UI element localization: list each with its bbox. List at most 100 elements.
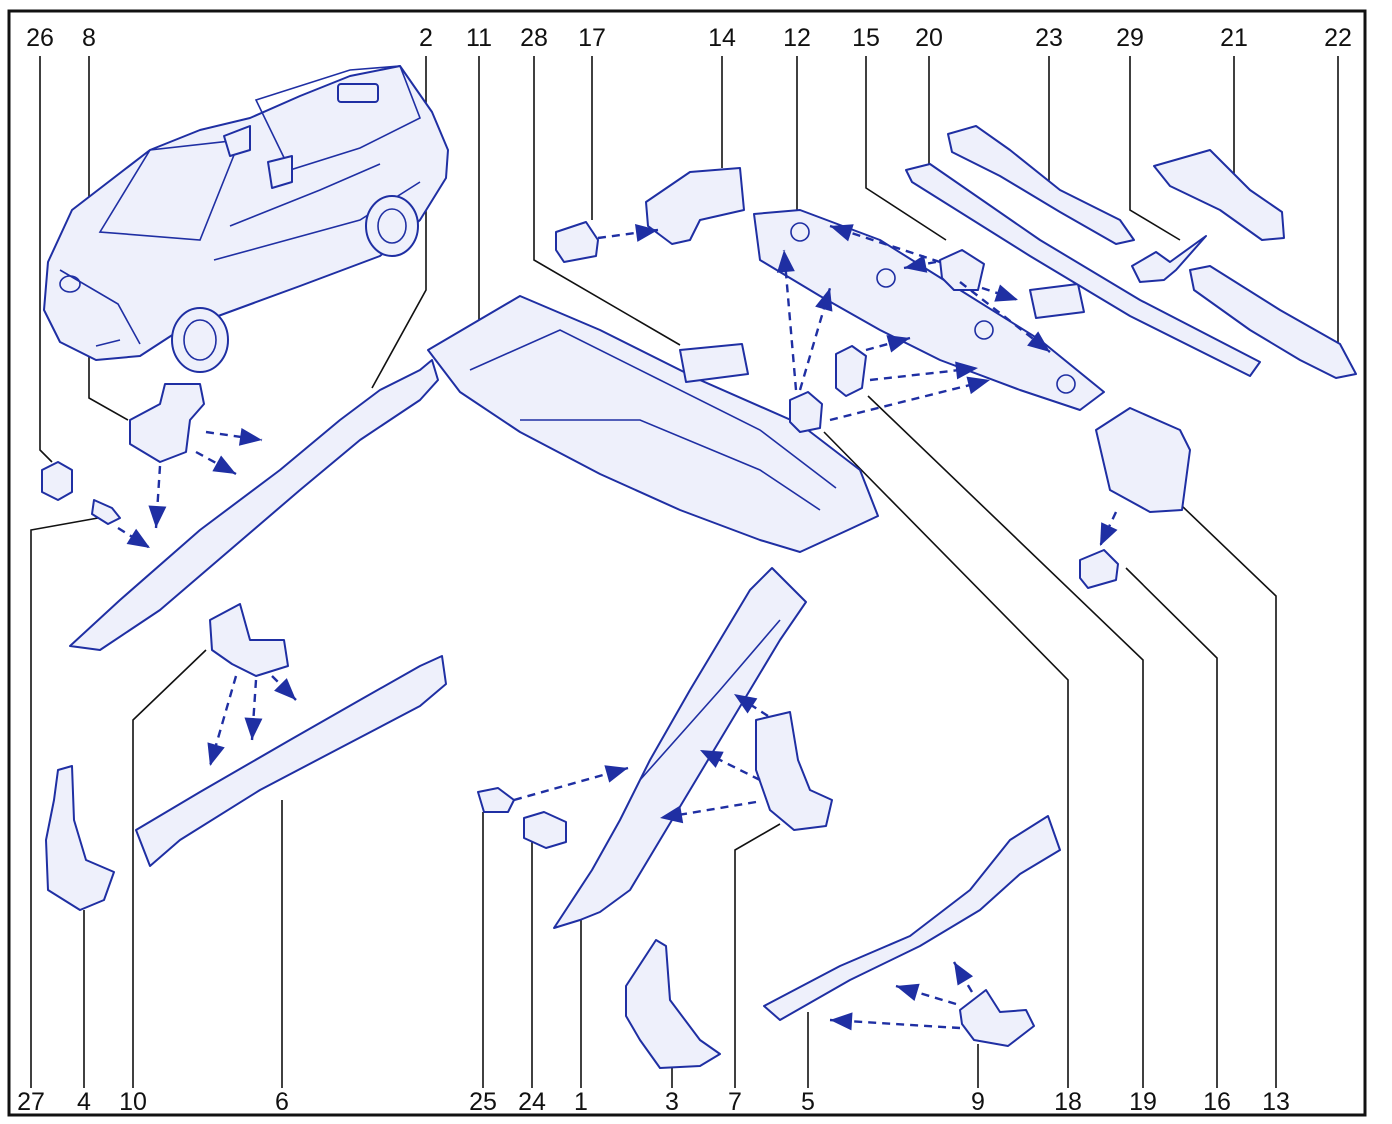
arrow-head	[126, 528, 150, 548]
arrow-head	[954, 962, 974, 986]
top-callouts: 26 8 2 11 28 17 14 12 15 20 23 29 21 22	[26, 24, 1352, 52]
callout-6: 6	[275, 1088, 289, 1116]
part-24-nut	[523, 811, 567, 849]
callout-12: 12	[783, 24, 811, 52]
callout-2: 2	[419, 24, 433, 52]
arrow-a2	[195, 450, 237, 476]
part-21-trim	[1153, 149, 1285, 241]
arrow-head	[896, 983, 920, 1001]
callout-9: 9	[971, 1088, 985, 1116]
callout-7: 7	[728, 1088, 742, 1116]
part-12-roof-bar	[753, 209, 1105, 411]
part-14-corner-trim	[645, 167, 745, 245]
part-25-screw	[477, 787, 515, 813]
arrow-head	[815, 288, 833, 312]
arrow-head	[660, 805, 684, 824]
part-2-a-pillar-trim	[69, 359, 439, 651]
arrow-head	[1027, 331, 1050, 352]
arrow-head	[212, 455, 236, 474]
leader-29	[1129, 56, 1181, 241]
part-4-lower-trim	[45, 765, 115, 911]
arrow-a6	[829, 224, 941, 264]
arrow-head	[274, 678, 296, 700]
arrow-a20	[699, 748, 761, 782]
leader-28	[533, 56, 681, 346]
part-18-clip	[789, 391, 823, 433]
leader-19	[867, 395, 1144, 1088]
leader-7	[734, 823, 781, 1088]
callout-25: 25	[469, 1088, 497, 1116]
callout-15: 15	[852, 24, 880, 52]
leader-26	[39, 56, 53, 463]
part-17-clip	[555, 221, 599, 263]
arrow-head	[966, 376, 990, 395]
part-1-b-pillar-trim	[553, 567, 807, 929]
callout-21: 21	[1220, 24, 1248, 52]
callout-16: 16	[1203, 1088, 1231, 1116]
callout-23: 23	[1035, 24, 1063, 52]
callout-13: 13	[1262, 1088, 1290, 1116]
callout-8: 8	[82, 24, 96, 52]
part-5-sill-trim	[763, 815, 1061, 1021]
arrow-a14	[865, 336, 911, 352]
callout-24: 24	[518, 1088, 546, 1116]
callout-29: 29	[1116, 24, 1144, 52]
part-19-push-clip	[835, 345, 867, 397]
part-8-clip	[129, 383, 205, 463]
leader-18	[823, 431, 1069, 1088]
arrow-head	[886, 335, 910, 353]
callout-5: 5	[801, 1088, 815, 1116]
part-9-clip	[959, 989, 1035, 1047]
arrow-head	[604, 765, 628, 783]
part-13-rear-corner	[1095, 407, 1191, 513]
part-3-lower-pillar	[625, 939, 721, 1069]
leader-10	[132, 649, 207, 1088]
callout-3: 3	[665, 1088, 679, 1116]
part-7-clip	[755, 711, 833, 831]
part-23-bracket	[947, 125, 1135, 245]
arrow-a17	[250, 679, 258, 741]
arrow-head	[148, 505, 167, 528]
callout-22: 22	[1324, 24, 1352, 52]
leader-15	[865, 56, 947, 241]
arrow-a8	[959, 281, 1051, 353]
arrow-head	[904, 255, 928, 273]
part-seal-pad	[1029, 283, 1085, 319]
callout-10: 10	[119, 1088, 147, 1116]
arrow-head	[635, 223, 658, 242]
arrow-head	[776, 250, 795, 273]
leader-16	[1125, 567, 1218, 1088]
callout-4: 4	[77, 1088, 91, 1116]
car-illustration	[43, 65, 449, 373]
callout-27: 27	[17, 1088, 45, 1116]
arrow-head	[830, 224, 854, 242]
part-15-screw	[939, 249, 985, 291]
part-11-roof-trim	[427, 295, 879, 553]
arrow-a10	[782, 249, 798, 391]
leader-27	[30, 517, 99, 1088]
leader-lines	[30, 56, 1339, 1088]
part-20-strip	[905, 163, 1261, 377]
arrow-a21	[659, 800, 757, 820]
part-28-pad	[679, 343, 749, 383]
arrow-a23	[829, 1018, 961, 1030]
part-16-clip	[1079, 549, 1119, 589]
arrow-a16	[208, 675, 238, 767]
leader-13	[1181, 505, 1277, 1088]
leader-8	[88, 56, 129, 421]
arrow-head	[700, 750, 724, 768]
part-22-rail	[1189, 265, 1357, 379]
part-27-screw	[91, 499, 121, 525]
arrow-a5	[597, 228, 659, 240]
callout-20: 20	[915, 24, 943, 52]
arrow-head	[734, 694, 758, 714]
callout-14: 14	[708, 24, 736, 52]
arrow-head	[1100, 522, 1118, 546]
callout-19: 19	[1129, 1088, 1157, 1116]
arrow-a24	[895, 984, 957, 1006]
arrow-head	[207, 742, 225, 766]
part-26-nut	[41, 461, 73, 501]
arrow-head	[244, 717, 263, 740]
arrow-head	[830, 1012, 853, 1031]
